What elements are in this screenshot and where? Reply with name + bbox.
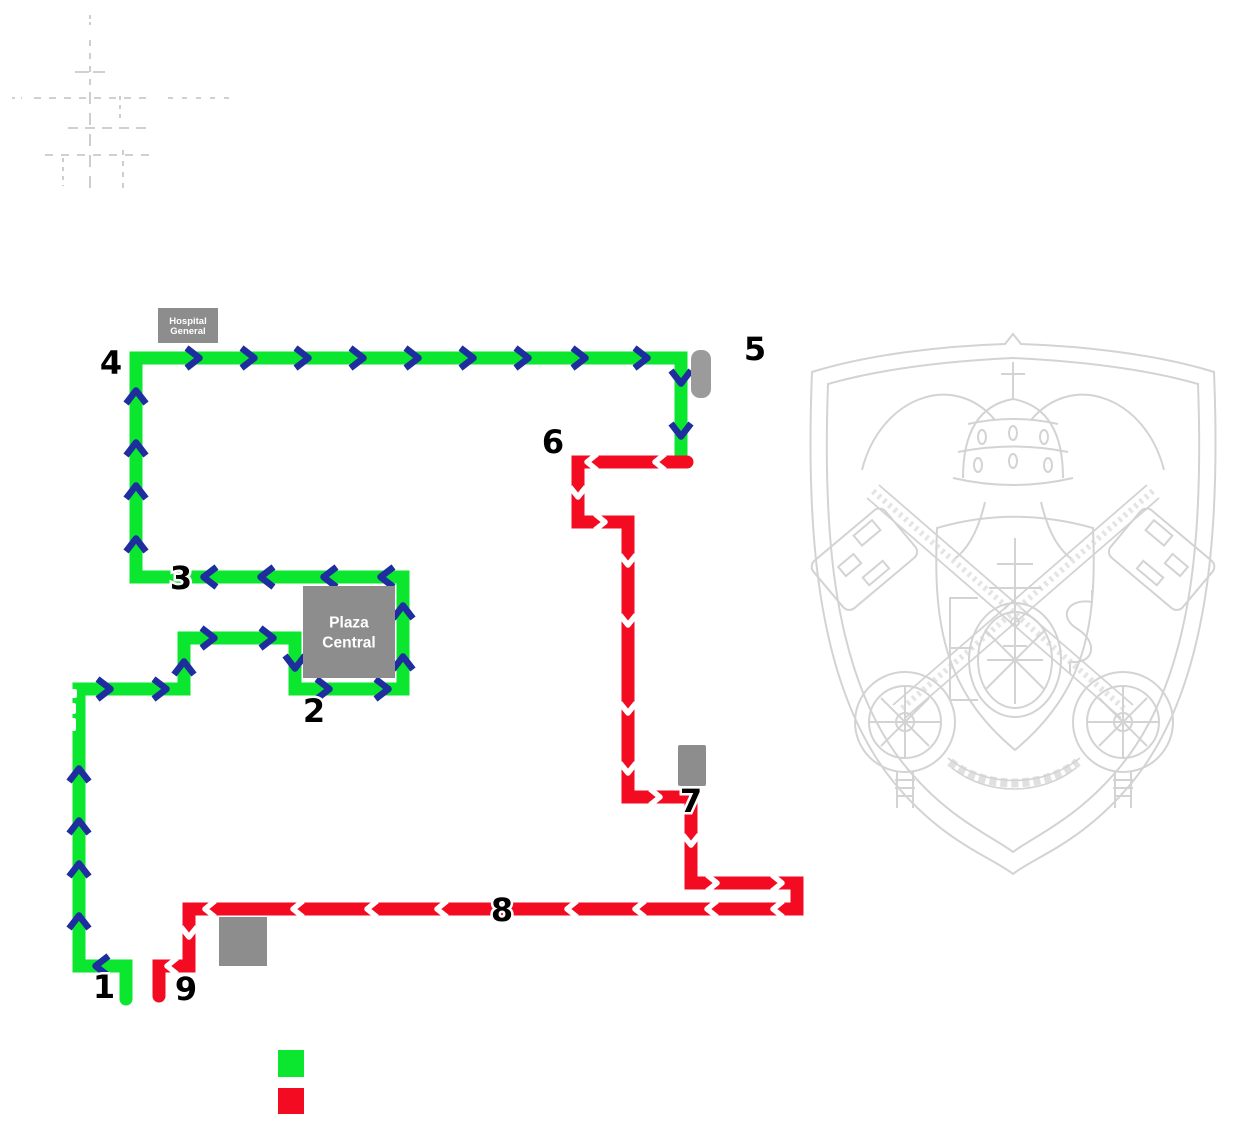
place-box-plaza-central <box>303 586 395 678</box>
routes-layer <box>72 351 804 1006</box>
route-return-red-direction-chevron <box>434 898 449 920</box>
route-outbound-green-direction-chevron <box>458 345 477 371</box>
illegible-street-glyphs <box>66 689 77 731</box>
route-return-red-direction-chevron <box>632 898 647 920</box>
route-return-red-direction-chevron <box>704 898 719 920</box>
route-return-red-direction-chevron <box>202 898 217 920</box>
place-box-hospital-general <box>158 308 218 343</box>
waypoint-label-2: 2 <box>303 692 325 730</box>
route-outbound-green-direction-chevron <box>377 564 396 590</box>
route-outbound-green-direction-chevron <box>95 676 114 702</box>
route-return-red-direction-chevron <box>617 553 639 568</box>
route-return-red-direction-chevron <box>564 898 579 920</box>
route-outbound-green-direction-chevron <box>66 860 92 879</box>
route-outbound-green-direction-chevron <box>123 387 149 406</box>
stop-marker-3 <box>219 917 267 966</box>
markers-layer <box>219 350 711 966</box>
route-return-red-direction-chevron <box>617 701 639 716</box>
stop-marker-1 <box>691 350 711 398</box>
route-return-red-direction-chevron <box>178 925 200 940</box>
route-outbound-green-direction-chevron <box>123 439 149 458</box>
route-outbound-green-direction-chevron <box>123 535 149 554</box>
route-outbound-green-direction-chevron <box>66 765 92 784</box>
waypoint-label-9: 9 <box>175 970 197 1008</box>
route-outbound-green-direction-chevron <box>258 625 277 651</box>
route-outbound-green-direction-chevron <box>373 676 392 702</box>
route-outbound-green-direction-chevron <box>151 676 170 702</box>
route-return-red <box>152 455 804 1003</box>
route-outbound-green-direction-chevron <box>239 345 258 371</box>
route-outbound-green-direction-chevron <box>293 345 312 371</box>
route-outbound-green-direction-chevron <box>92 953 111 979</box>
legend <box>278 1050 304 1114</box>
waypoint-labels-layer: 1 2 3 4 5 6 7 8 9 <box>90 328 768 1011</box>
route-outbound-green-direction-chevron <box>199 625 218 651</box>
chevrons-layer <box>66 345 785 979</box>
route-outbound-green-direction-chevron <box>320 564 339 590</box>
route-outbound-green-direction-chevron <box>66 817 92 836</box>
route-return-red-direction-chevron <box>680 833 702 848</box>
route-return-red-direction-chevron <box>770 872 785 894</box>
route-return-red-direction-chevron <box>617 613 639 628</box>
route-outbound-green-direction-chevron <box>668 421 694 440</box>
waypoint-label-3: 3 <box>170 559 192 597</box>
route-return-red-direction-chevron <box>593 511 608 533</box>
route-outbound-green-direction-chevron <box>348 345 367 371</box>
legend-outbound-swatch <box>278 1050 304 1077</box>
waypoint-label-1: 1 <box>93 968 115 1006</box>
route-outbound-green-direction-chevron <box>184 345 203 371</box>
route-outbound-green-direction-chevron <box>123 482 149 501</box>
coat-of-arms-watermark <box>809 332 1217 876</box>
route-return-red-direction-chevron <box>364 898 379 920</box>
route-return-red-direction-chevron <box>567 485 589 500</box>
route-return-red-direction-chevron <box>648 786 663 808</box>
route-outbound-green-direction-chevron <box>66 912 92 931</box>
route-outbound-green-direction-chevron <box>200 564 219 590</box>
waypoint-label-8: 8 <box>491 891 513 929</box>
route-return-red-direction-chevron <box>617 761 639 776</box>
route-outbound-green-direction-chevron <box>171 658 197 677</box>
route-outbound-green-direction-chevron <box>513 345 532 371</box>
route-outbound-green-direction-chevron <box>390 653 416 672</box>
route-outbound-green-direction-chevron <box>403 345 422 371</box>
waypoint-label-7: 7 <box>680 782 702 820</box>
route-return-red-direction-chevron <box>652 451 667 473</box>
legend-return-swatch <box>278 1088 304 1114</box>
faint-street-fragments <box>12 15 230 193</box>
stop-marker-2 <box>678 745 706 786</box>
route-outbound-green-direction-chevron <box>390 602 416 621</box>
route-outbound-green-direction-chevron <box>668 368 694 387</box>
waypoint-label-5: 5 <box>744 330 766 368</box>
waypoint-label-6: 6 <box>542 423 564 461</box>
route-return-red-direction-chevron <box>584 451 599 473</box>
route-return-red-direction-chevron <box>164 955 179 977</box>
route-outbound-green-direction-chevron <box>570 345 589 371</box>
route-return-red-direction-chevron <box>290 898 305 920</box>
route-return-red-direction-chevron <box>705 872 720 894</box>
route-outbound-green-direction-chevron <box>282 653 308 672</box>
route-outbound-green-direction-chevron <box>257 564 276 590</box>
route-outbound-green-direction-chevron <box>632 345 651 371</box>
route-outbound-green-direction-chevron <box>314 676 333 702</box>
waypoint-label-4: 4 <box>100 344 122 382</box>
route-return-red-direction-chevron <box>770 898 785 920</box>
